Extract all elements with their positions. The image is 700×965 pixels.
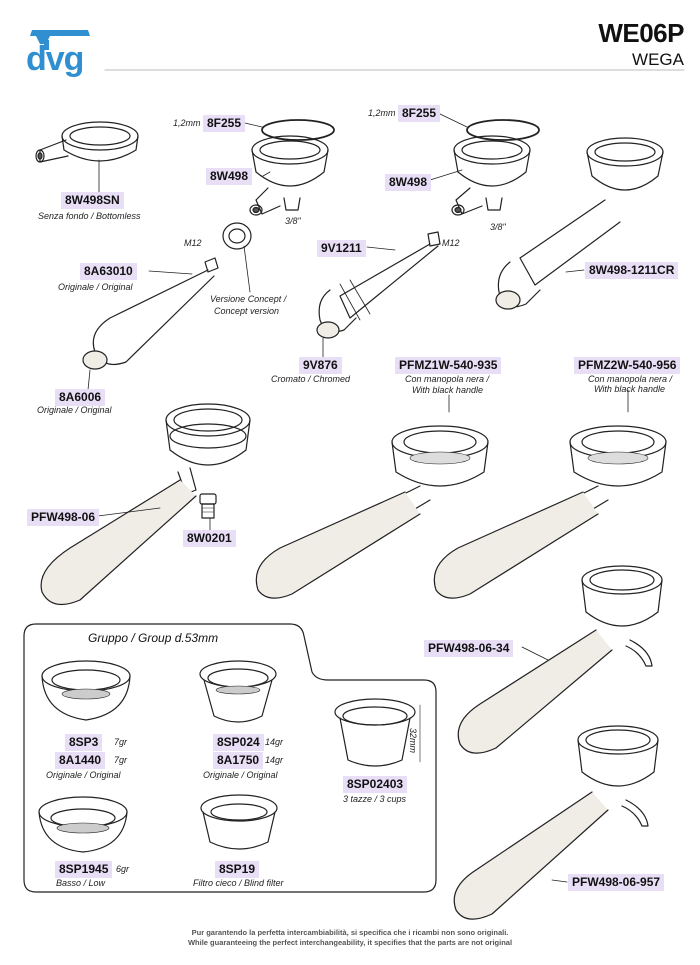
group-title: Gruppo / Group d.53mm bbox=[88, 631, 219, 645]
part-pfmz2w: PFMZ2W-540-956 bbox=[574, 357, 681, 374]
filter-basket-8sp3-drawing bbox=[41, 660, 131, 721]
filter-8sp19-desc: Filtro cieco / Blind filter bbox=[193, 878, 284, 888]
filter-8sp3: 8SP3 bbox=[65, 734, 103, 751]
filter-8sp02403-dim: 32mm bbox=[408, 728, 418, 754]
filter-8sp02403: 8SP02403 bbox=[343, 776, 408, 793]
part-8w498-b-note: 3/8" bbox=[490, 222, 506, 232]
part-8w498-a-note: 3/8" bbox=[285, 216, 301, 226]
filter-8sp1945-weight: 6gr bbox=[116, 864, 130, 874]
bottomless-portafilter-drawing bbox=[35, 121, 139, 163]
part-pfmz2w-desc-2: With black handle bbox=[594, 384, 665, 394]
group-box-frame bbox=[23, 623, 437, 893]
filter-8a1440: 8A1440 bbox=[55, 752, 106, 769]
part-9v1211: 9V1211 bbox=[317, 240, 366, 257]
part-pfmz2w-desc-1: Con manopola nera / bbox=[588, 374, 673, 384]
footer-disclaimer-it: Pur garantendo la perfetta intercambiabi… bbox=[191, 928, 509, 937]
part-pfmz1w-desc-1: Con manopola nera / bbox=[405, 374, 490, 384]
filter-basket-8sp19-drawing bbox=[200, 794, 278, 850]
leader-lines bbox=[87, 113, 585, 883]
part-8a63010-desc: Originale / Original bbox=[58, 282, 133, 292]
filter-8a1440-desc: Originale / Original bbox=[46, 770, 121, 780]
handle-8a63010-drawing bbox=[82, 257, 219, 370]
part-9v876: 9V876 bbox=[299, 357, 342, 374]
filter-8a1440-weight: 7gr bbox=[114, 755, 128, 765]
part-8a63010-note: M12 bbox=[184, 238, 202, 248]
dvg-logo-text: dvg bbox=[26, 40, 84, 78]
filter-8sp19: 8SP19 bbox=[215, 861, 260, 878]
part-pfmz1w-desc-2: With black handle bbox=[412, 385, 483, 395]
filter-8a1750-weight: 14gr bbox=[265, 755, 284, 765]
assembled-8w498-1211cr-drawing bbox=[495, 137, 664, 310]
filter-8sp1945-desc: Basso / Low bbox=[56, 878, 106, 888]
part-8a6006-desc: Originale / Original bbox=[37, 405, 112, 415]
part-pfmz1w: PFMZ1W-540-935 bbox=[395, 357, 502, 374]
concept-desc-1: Versione Concept / bbox=[210, 294, 287, 304]
part-8w498-b: 8W498 bbox=[385, 174, 432, 191]
dvg-logo-icon bbox=[30, 30, 90, 50]
portafilter-pfw498-06-34-drawing bbox=[457, 565, 663, 754]
portafilter-pfw498-06-957-drawing bbox=[453, 725, 659, 920]
basket-8w498-a-drawing bbox=[222, 119, 335, 293]
part-pfw498-06: PFW498-06 bbox=[27, 509, 100, 526]
part-8f255-b-note: 1,2mm bbox=[368, 108, 396, 118]
part-8w498sn: 8W498SN bbox=[61, 192, 124, 209]
filter-basket-8sp02403-drawing bbox=[334, 698, 421, 767]
filter-8sp024: 8SP024 bbox=[213, 734, 264, 751]
part-8a6006: 8A6006 bbox=[55, 389, 106, 406]
filter-8sp024-weight: 14gr bbox=[265, 737, 284, 747]
part-8f255-b: 8F255 bbox=[398, 105, 441, 122]
basket-8w498-b-drawing bbox=[451, 119, 540, 216]
filter-basket-8sp024-drawing bbox=[199, 660, 277, 723]
filter-8sp1945: 8SP1945 bbox=[55, 861, 113, 878]
brand-name: WEGA bbox=[632, 50, 684, 69]
part-pfw498-06-957: PFW498-06-957 bbox=[568, 874, 665, 891]
portafilter-pfmz1w-drawing bbox=[255, 394, 489, 599]
part-8w498-1211cr: 8W498-1211CR bbox=[585, 262, 679, 279]
portafilter-pfmz2w-drawing bbox=[433, 389, 667, 599]
part-8a63010: 8A63010 bbox=[80, 263, 137, 280]
part-9v1211-note: M12 bbox=[442, 238, 460, 248]
part-8f255-a-note: 1,2mm bbox=[173, 118, 201, 128]
part-9v876-desc: Cromato / Chromed bbox=[271, 374, 351, 384]
part-8w498sn-desc: Senza fondo / Bottomless bbox=[38, 211, 141, 221]
filter-8a1750: 8A1750 bbox=[213, 752, 264, 769]
portafilter-pfw498-06-drawing bbox=[40, 403, 251, 606]
footer-disclaimer-en: While guaranteeing the perfect interchan… bbox=[187, 938, 513, 947]
filter-basket-8sp1945-drawing bbox=[38, 796, 128, 853]
handle-9v1211-drawing bbox=[316, 231, 441, 339]
filter-8a1750-desc: Originale / Original bbox=[203, 770, 278, 780]
part-pfw498-06-34: PFW498-06-34 bbox=[424, 640, 514, 657]
part-8w0201: 8W0201 bbox=[183, 530, 236, 547]
part-8w498-a: 8W498 bbox=[206, 168, 253, 185]
filter-8sp02403-desc: 3 tazze / 3 cups bbox=[343, 794, 407, 804]
concept-desc-2: Concept version bbox=[214, 306, 280, 316]
part-8f255-a: 8F255 bbox=[203, 115, 246, 132]
model-title: WE06P bbox=[598, 18, 684, 48]
filter-8sp3-weight: 7gr bbox=[114, 737, 128, 747]
